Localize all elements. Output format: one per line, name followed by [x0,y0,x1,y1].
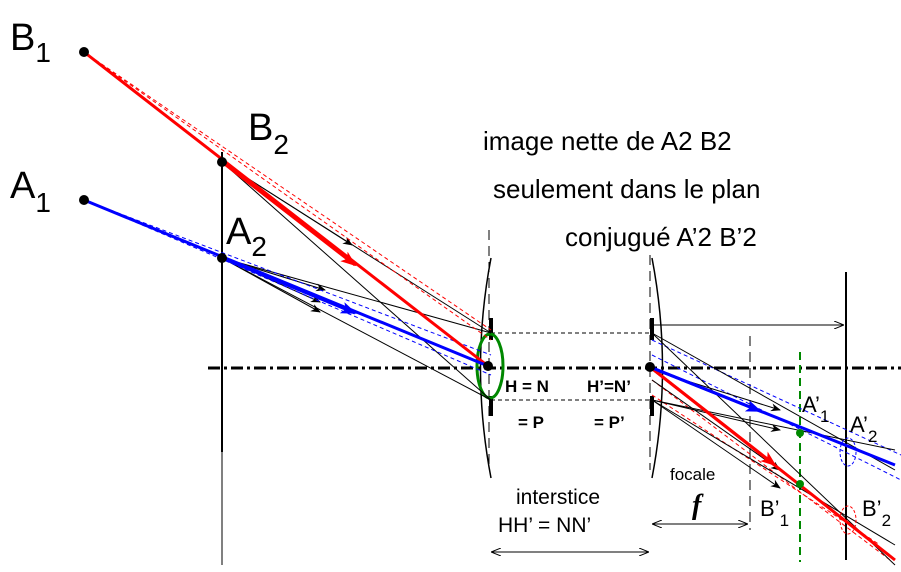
point-b-prime-1 [796,480,804,488]
label-a2: A2 [226,211,267,262]
lens-rear-surface [651,257,664,479]
label-p-prime: = P’ [594,413,625,432]
interstice-line-1: interstice [516,486,600,509]
label-p: = P [518,413,544,432]
blue-blur-spot [839,437,857,467]
point-h-prime [645,362,655,372]
blue-ray-image-arrow [649,365,762,413]
point-b1 [79,47,89,57]
red-blur-spot [839,505,857,535]
red-ray-arrow [221,160,357,267]
interstice-line-2: HH’ = NN’ [498,514,591,537]
label-a-prime-1: A’1 [802,392,829,426]
caption-line-2: seulement dans le plan [493,174,760,204]
point-b2 [217,157,227,167]
focale-symbol: f [692,490,704,521]
label-b1: B1 [10,17,51,68]
lens-front-surface [479,257,492,479]
label-b-prime-1: B’1 [760,496,789,530]
aperture-ellipse [475,332,505,400]
point-a1 [79,195,89,205]
label-b2: B2 [248,107,289,160]
object-thin-rays [221,161,492,401]
point-a2 [217,253,227,263]
focale-label: focale [670,465,715,484]
blue-ray-arrow [221,256,357,315]
label-h-prime-n-prime: H’=N’ [587,377,631,396]
point-h [483,361,493,371]
caption-line-1: image nette de A2 B2 [483,126,732,156]
label-a-prime-2: A’2 [850,412,877,446]
caption-line-3: conjugué A’2 B’2 [565,222,757,252]
red-ray-image-arrow [649,365,777,467]
red-ray-object [83,50,489,368]
point-a-prime-1 [796,429,804,437]
label-a1: A1 [10,165,51,218]
label-h-n: H = N [505,377,549,396]
label-b-prime-2: B’2 [862,496,891,530]
